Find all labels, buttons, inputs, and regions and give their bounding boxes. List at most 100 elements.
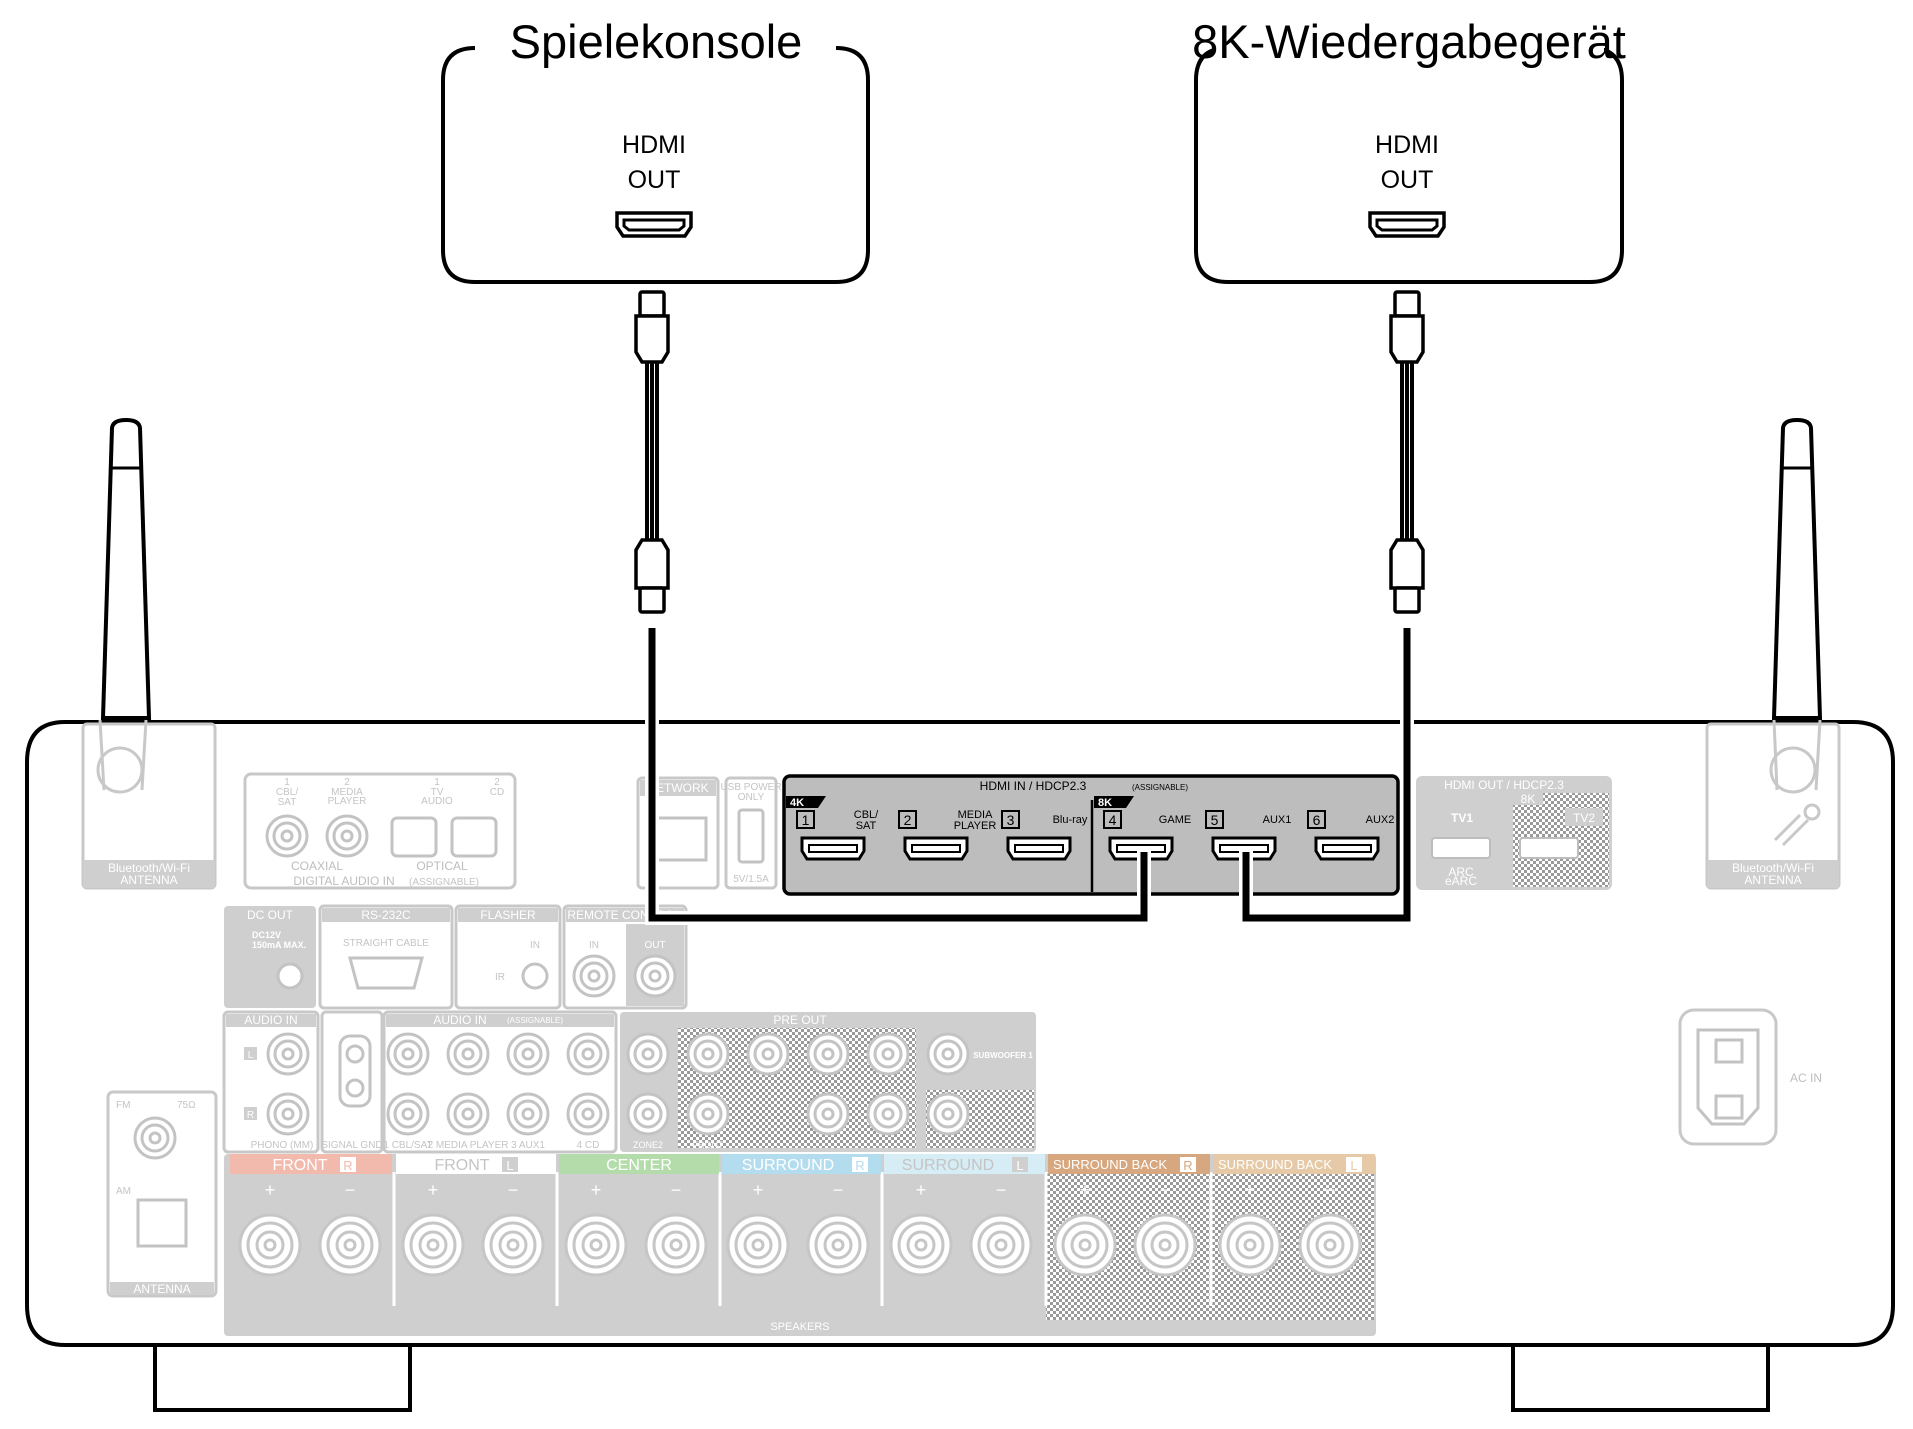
preout-center[interactable] [806, 1032, 850, 1076]
badge-4k: 4K [790, 797, 804, 809]
hdmi-in-4-name1: GAME [1159, 814, 1191, 826]
optical-jack-2[interactable] [450, 816, 498, 858]
coax2-num: 2 [344, 777, 350, 788]
digital-audio-in-section: 1 CBL/ SAT 2 MEDIA PLAYER 1 TV AUDIO 2 C… [243, 772, 517, 890]
flasher-title: FLASHER [480, 908, 536, 922]
hdmi-in-title: HDMI IN / HDCP2.3 [980, 779, 1087, 793]
audio-in-3-l[interactable] [506, 1032, 550, 1076]
subwoofer2-jack[interactable] [926, 1092, 970, 1136]
coaxial-jack-1[interactable] [265, 814, 309, 858]
preout-front-l[interactable] [686, 1032, 730, 1076]
center-minus-terminal[interactable] [644, 1213, 708, 1277]
speaker-front-l-side: L [506, 1158, 513, 1173]
audio-in-4-l[interactable] [566, 1032, 610, 1076]
hdmi-in-5-num: 5 [1211, 812, 1219, 828]
sb-r-minus-terminal[interactable] [1133, 1213, 1197, 1277]
speaker-surround-r-name: SURROUND [742, 1157, 834, 1174]
rs232c-section: RS-232C STRAIGHT CABLE [318, 904, 454, 1010]
rs232c-cable: STRAIGHT CABLE [343, 938, 429, 949]
audio-in-2-l[interactable] [446, 1032, 490, 1076]
center-plus-terminal[interactable] [564, 1213, 628, 1277]
dc-out-jack[interactable] [276, 962, 304, 990]
antenna-terminal-right: Bluetooth/Wi-Fi ANTENNA [1705, 719, 1841, 890]
coaxial-jack-2[interactable] [325, 814, 369, 858]
flasher-section: FLASHER IN IR [454, 904, 562, 1010]
hdmi-in-1-name1: CBL/ [854, 809, 879, 821]
fm-antenna-jack[interactable] [133, 1116, 177, 1160]
front-r-plus: + [265, 1180, 276, 1200]
remote-out-jack[interactable] [633, 954, 677, 998]
audio-in-1-l[interactable] [386, 1032, 430, 1076]
front-l-plus: + [428, 1180, 439, 1200]
hdmi-out-title: HDMI OUT / HDCP2.3 [1444, 778, 1564, 792]
speaker-front-l-name: FRONT [434, 1157, 489, 1174]
front-r-plus-terminal[interactable] [238, 1213, 302, 1277]
speaker-sb-r-side: R [1183, 1158, 1192, 1173]
surround-l-minus-terminal[interactable] [969, 1213, 1033, 1277]
hdmi-in-6-socket[interactable] [1314, 836, 1380, 861]
preout-front-label: FRONT [693, 1140, 724, 1150]
subwoofer1-jack[interactable] [926, 1032, 970, 1076]
zone2-l-jack[interactable] [626, 1032, 670, 1076]
remote-control-section: REMOTE CONTROL IN OUT [562, 904, 688, 1010]
device-game-console: Spielekonsole HDMI OUT [441, 15, 870, 284]
hdmi-in-assignable: (ASSIGNABLE) [1132, 783, 1188, 792]
phono-l-jack[interactable] [266, 1032, 310, 1076]
flasher-in: IN [530, 940, 540, 951]
speaker-surround-r-side: R [855, 1158, 864, 1173]
rs232c-port[interactable] [348, 956, 424, 990]
ac-in-label: AC IN [1790, 1071, 1822, 1085]
audio-in-c1: 1 CBL/SAT [383, 1140, 432, 1151]
audio-in-3-r[interactable] [506, 1092, 550, 1136]
audio-in-left-l: L [248, 1050, 254, 1061]
preout-front-r[interactable] [746, 1032, 790, 1076]
surround-r-minus-terminal[interactable] [806, 1213, 870, 1277]
hdmi-in-1-socket[interactable] [800, 836, 866, 861]
sb-r-plus-terminal[interactable] [1053, 1213, 1117, 1277]
fm-am-antenna-section: FM 75Ω AM ANTENNA [106, 1090, 218, 1298]
center-minus: − [671, 1180, 682, 1200]
front-l-minus-terminal[interactable] [481, 1213, 545, 1277]
hdmi-in-3-socket[interactable] [1006, 836, 1072, 861]
surround-l-plus-terminal[interactable] [889, 1213, 953, 1277]
usb-power-port[interactable]: USB POWER ONLY 5V/1.5A [720, 776, 782, 890]
zone2-r-jack[interactable] [626, 1092, 670, 1136]
preout-surround-l[interactable] [866, 1032, 910, 1076]
dc-out-section: DC OUT DC12V 150mA MAX. [224, 906, 316, 1008]
flasher-jack[interactable] [521, 962, 549, 990]
front-l-plus-terminal[interactable] [401, 1213, 465, 1277]
preout-surround-r[interactable] [806, 1092, 850, 1136]
coax1-name2: SAT [278, 797, 297, 808]
hdmi-in-panel: HDMI IN / HDCP2.3 (ASSIGNABLE) 4K 8K 1 C… [782, 774, 1400, 896]
am-antenna-terminal[interactable] [136, 1198, 188, 1248]
optical-jack-1[interactable] [390, 816, 438, 858]
coax1-num: 1 [284, 777, 290, 788]
optical-label: OPTICAL [416, 859, 468, 873]
preout-sb-l[interactable] [686, 1092, 730, 1136]
hdmi-in-2-num: 2 [904, 812, 912, 828]
opt2-num: 2 [494, 777, 500, 788]
audio-in-4-r[interactable] [566, 1092, 610, 1136]
speaker-sb-l-name: SURROUND BACK [1218, 1157, 1332, 1172]
hdmi-in-2-socket[interactable] [903, 836, 969, 861]
signal-gnd-label: SIGNAL GND [321, 1140, 382, 1151]
surround-r-plus-terminal[interactable] [726, 1213, 790, 1277]
sb-l-minus-terminal[interactable] [1298, 1213, 1362, 1277]
hdmi-cable-game [634, 290, 1151, 925]
preout-sb-r[interactable] [866, 1092, 910, 1136]
audio-in-2-r[interactable] [446, 1092, 490, 1136]
remote-in-jack[interactable] [572, 954, 616, 998]
hdmi-out-tv1-socket[interactable] [1431, 837, 1491, 859]
digital-audio-in-title: DIGITAL AUDIO IN [293, 874, 394, 888]
hdmi-in-1-num: 1 [802, 812, 810, 828]
game-console-hdmi-out-socket[interactable] [615, 211, 693, 238]
hdmi-out-tv2-socket[interactable] [1519, 837, 1579, 859]
rs232c-title: RS-232C [361, 908, 411, 922]
phono-r-jack[interactable] [266, 1092, 310, 1136]
speaker-sb-l-side: L [1350, 1158, 1357, 1173]
front-r-minus-terminal[interactable] [318, 1213, 382, 1277]
sb-l-plus-terminal[interactable] [1218, 1213, 1282, 1277]
8k-player-hdmi-out-socket[interactable] [1368, 211, 1446, 238]
remote-in: IN [589, 940, 599, 951]
audio-in-1-r[interactable] [386, 1092, 430, 1136]
